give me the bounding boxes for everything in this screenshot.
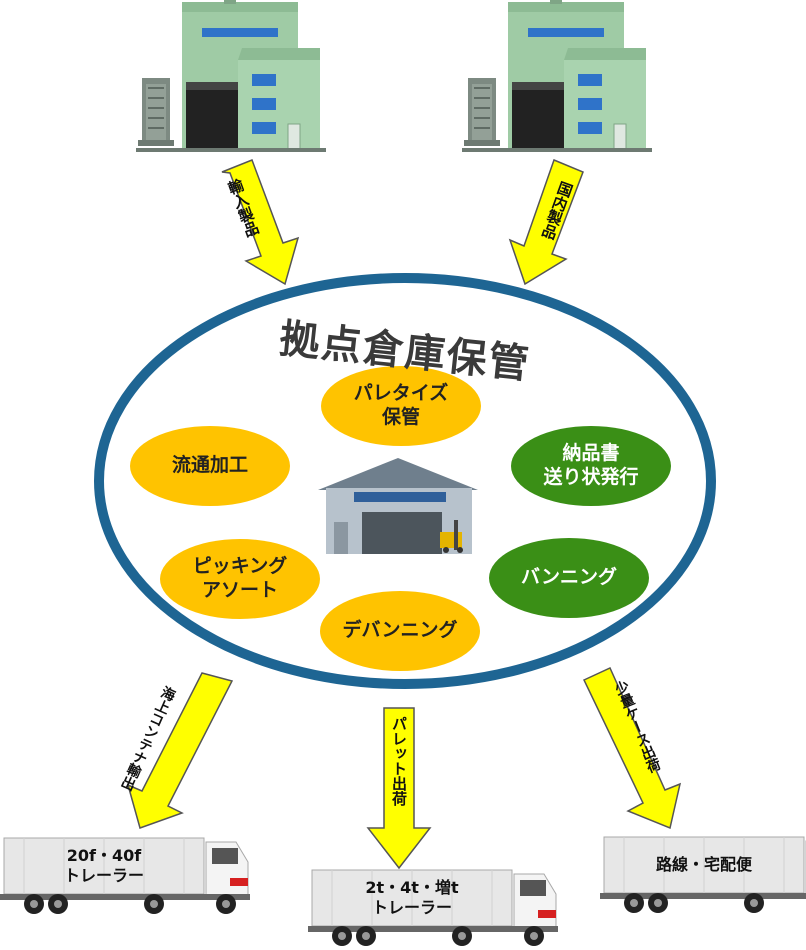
service-bubble-invoice (511, 426, 671, 506)
inbound-arrow-right (508, 159, 584, 286)
service-label-invoice: 納品書 送り状発行 (543, 442, 639, 488)
factory-right-icon (461, 0, 653, 153)
truck-label-trailer-large: 20f・40f トレーラー (63, 846, 144, 885)
service-bubble-processing (130, 426, 290, 506)
outbound-arrow-right (582, 667, 682, 830)
outbound-arrow-center (366, 707, 432, 870)
warehouse-icon (318, 458, 478, 554)
truck-label-parcel: 路線・宅配便 (655, 855, 752, 874)
service-label-palletize: パレタイズ 保管 (353, 382, 449, 428)
inbound-arrow-left (221, 159, 300, 286)
service-bubble-devanning (320, 591, 480, 671)
truck-label-trailer-small: 2t・4t・増t トレーラー (365, 878, 459, 917)
factory-left-icon (135, 0, 327, 153)
service-label-devanning: デバンニング (342, 619, 458, 642)
service-label-vanning: バンニング (521, 566, 617, 589)
service-bubble-palletize (321, 366, 481, 446)
service-label-processing: 流通加工 (171, 454, 248, 477)
service-bubble-vanning (489, 538, 649, 618)
outbound-arrow-left (126, 672, 234, 829)
service-bubble-picking (160, 539, 320, 619)
service-label-picking: ピッキング アソート (192, 555, 288, 601)
outbound-label-pallet: パレット出荷 (390, 716, 408, 806)
